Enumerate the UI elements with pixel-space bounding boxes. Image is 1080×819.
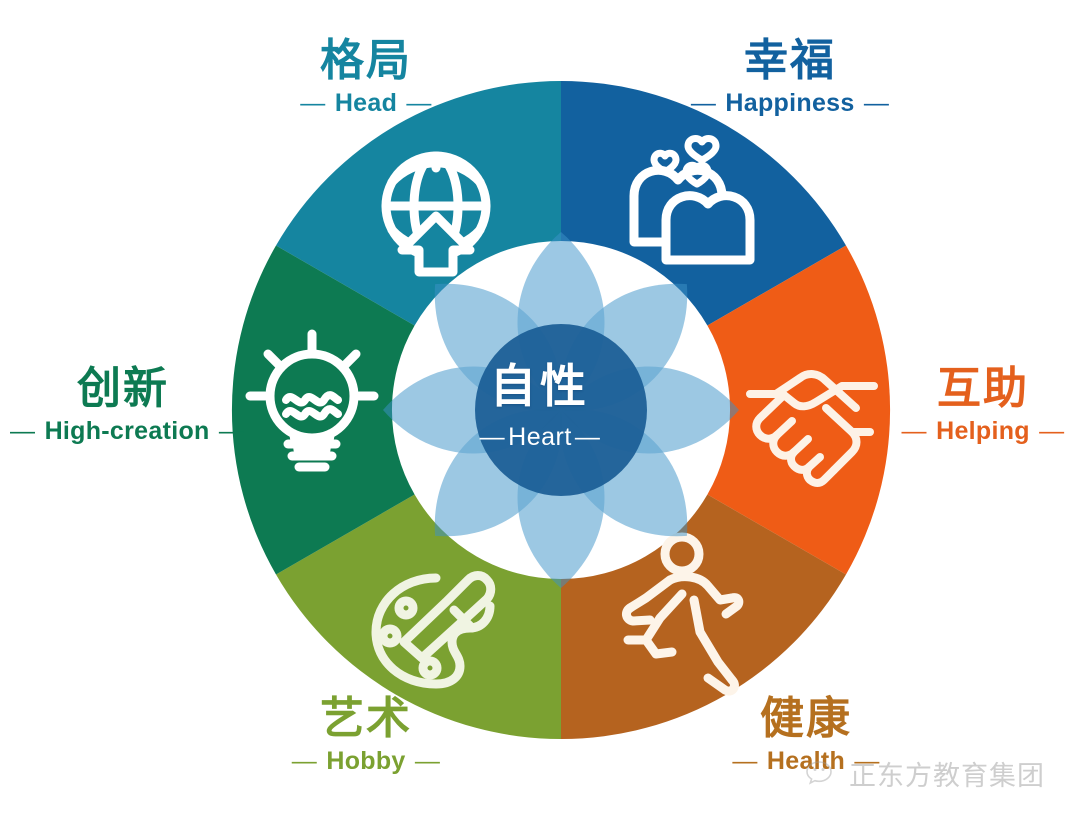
label-high-creation-en-text: High-creation bbox=[44, 417, 210, 446]
label-helping-en: — Helping — bbox=[888, 417, 1078, 445]
segment-health[interactable] bbox=[561, 494, 846, 740]
dash-right: — bbox=[414, 747, 441, 776]
ring-segments bbox=[231, 80, 891, 740]
label-helping-en-text: Helping bbox=[936, 417, 1030, 446]
center-core bbox=[475, 324, 647, 496]
handshake-icon bbox=[746, 370, 878, 487]
dash-left: — bbox=[732, 747, 758, 776]
label-high-creation-cn: 创新 bbox=[77, 363, 169, 414]
segment-head[interactable] bbox=[276, 80, 561, 326]
center-flower bbox=[383, 232, 739, 588]
globe-arrow-icon bbox=[381, 151, 491, 277]
label-head-en: — Head — bbox=[236, 89, 496, 117]
wechat-icon bbox=[806, 760, 832, 785]
running-person-icon bbox=[621, 532, 744, 696]
label-happiness[interactable]: 幸福 — Happiness — bbox=[650, 35, 930, 118]
dash-left: — bbox=[10, 417, 36, 446]
label-hobby-cn: 艺术 bbox=[320, 693, 412, 744]
label-hobby-en: — Hobby — bbox=[236, 747, 496, 775]
segment-hobby[interactable] bbox=[276, 494, 561, 740]
label-helping-cn: 互助 bbox=[937, 363, 1029, 414]
dash-right: — bbox=[1039, 417, 1065, 446]
label-head-cn: 格局 bbox=[320, 35, 412, 86]
label-happiness-en: — Happiness — bbox=[650, 89, 930, 117]
watermark: 正东方教育集团 bbox=[806, 754, 1045, 793]
segment-happiness[interactable] bbox=[561, 80, 846, 326]
dash-right: — bbox=[218, 417, 245, 446]
label-head[interactable]: 格局 — Head — bbox=[236, 35, 496, 118]
two-hearts-icon bbox=[629, 135, 755, 265]
label-helping[interactable]: 互助 — Helping — bbox=[888, 363, 1078, 446]
label-high-creation[interactable]: 创新 — High-creation — bbox=[8, 363, 244, 446]
dash-right: — bbox=[863, 89, 890, 118]
segment-high-creation[interactable] bbox=[231, 245, 415, 575]
label-health-cn: 健康 bbox=[760, 693, 852, 744]
label-hobby[interactable]: 艺术 — Hobby — bbox=[236, 693, 496, 776]
segment-helping[interactable] bbox=[707, 245, 891, 575]
dash-right: — bbox=[406, 89, 432, 118]
label-happiness-en-text: Happiness bbox=[725, 89, 855, 118]
lightbulb-icon bbox=[245, 329, 379, 472]
label-high-creation-en: — High-creation — bbox=[8, 417, 244, 446]
dash-left: — bbox=[690, 89, 717, 118]
label-health-en-text: Health bbox=[766, 747, 846, 776]
palette-brush-icon bbox=[371, 571, 496, 689]
dash-left: — bbox=[300, 89, 326, 118]
label-happiness-cn: 幸福 bbox=[744, 35, 836, 86]
dash-left: — bbox=[901, 417, 927, 446]
watermark-text: 正东方教育集团 bbox=[849, 761, 1045, 792]
dash-left: — bbox=[291, 747, 318, 776]
label-health[interactable]: 健康 — Health — bbox=[666, 693, 946, 776]
dash-right: — bbox=[854, 747, 880, 776]
label-health-en: — Health — bbox=[666, 747, 946, 775]
label-hobby-en-text: Hobby bbox=[326, 747, 406, 776]
label-head-en-text: Head bbox=[334, 89, 398, 118]
